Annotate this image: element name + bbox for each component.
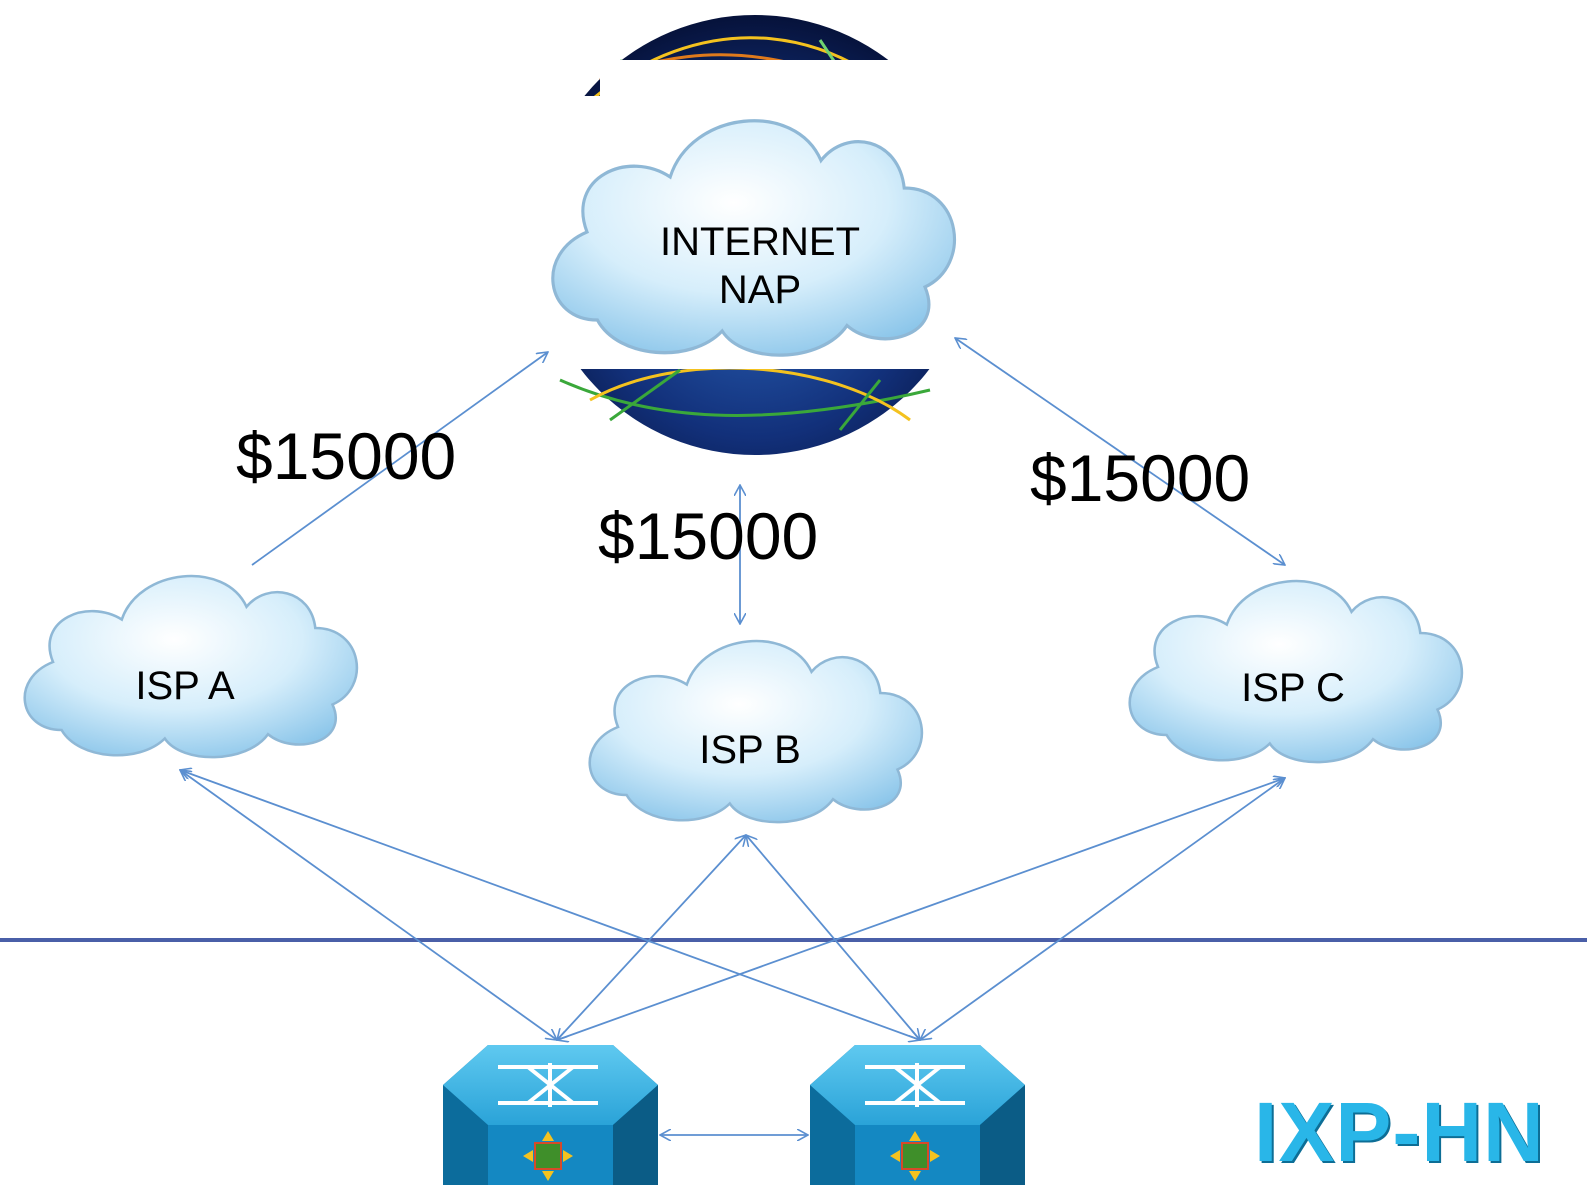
isp-b-cost-label: $15000 — [598, 499, 819, 573]
isp-c-label: ISP C — [1241, 666, 1345, 710]
isp-c-cost-label: $15000 — [1030, 441, 1251, 515]
link-isp-b-switch-1 — [557, 835, 746, 1040]
layer3-switch-icon-2 — [810, 1045, 1025, 1185]
link-isp-c-internet — [955, 338, 1285, 565]
isp-a-label: ISP A — [135, 664, 235, 708]
internet-label-line2: NAP — [718, 268, 802, 312]
link-isp-a-switch-1 — [180, 770, 557, 1040]
link-isp-c-switch-2 — [920, 778, 1285, 1040]
isp-a-cost-label: $15000 — [236, 419, 457, 493]
link-isp-a-internet — [251, 352, 548, 566]
internet-nap-label: INTERNET NAP — [620, 218, 900, 314]
layer3-switch-icon-1 — [443, 1045, 658, 1185]
isp-b-label: ISP B — [699, 728, 801, 772]
brand-logo-text: IXP-HN — [1254, 1085, 1545, 1179]
internet-label-line1: INTERNET — [660, 220, 860, 264]
link-isp-b-switch-2 — [746, 835, 920, 1040]
